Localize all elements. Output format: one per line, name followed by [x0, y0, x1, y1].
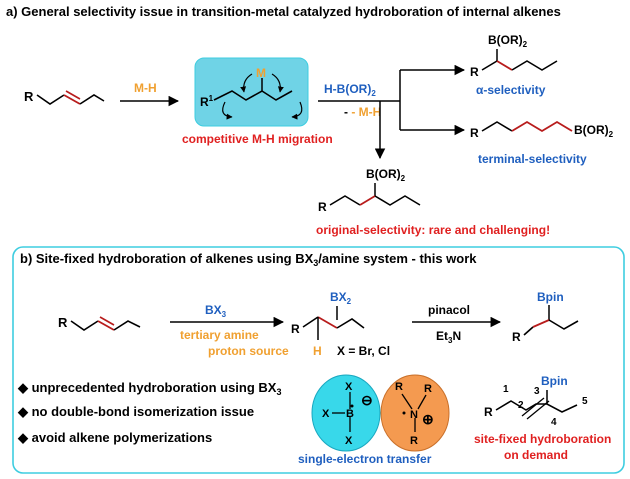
terminal-caption: terminal-selectivity — [478, 152, 587, 166]
amine-r-top-right: R — [424, 383, 432, 395]
reagent-proton: proton source — [208, 344, 289, 358]
alpha-product: B(OR)2 R — [470, 33, 558, 79]
terminal-product: R B(OR)2 — [470, 120, 614, 140]
set-caption: single-electron transfer — [298, 452, 432, 466]
amine-r-top-left: R — [395, 381, 403, 393]
reagent-pinacol: pinacol — [428, 303, 470, 317]
sitefixed-caption-1: site-fixed hydroboration — [474, 432, 611, 446]
inter-r: R — [291, 322, 300, 336]
borate-x-top: X — [345, 381, 353, 393]
alpha-boron: B(OR)2 — [488, 33, 528, 49]
intermediate-r: R1 — [200, 94, 214, 109]
terminal-boron: B(OR)2 — [574, 123, 614, 139]
part-a-heading: a) General selectivity issue in transiti… — [6, 4, 561, 19]
inter-boron: BX2 — [330, 290, 352, 306]
position-label: 2 — [518, 400, 524, 411]
byproduct-mh: - - M-H — [344, 105, 381, 119]
reagent-bx3: BX3 — [205, 303, 227, 319]
migration-caption: competitive M-H migration — [182, 132, 333, 146]
position-label: 3 — [534, 386, 540, 397]
sitefixed-r: R — [484, 405, 493, 419]
reagent-amine: tertiary amine — [180, 328, 259, 342]
reagent-hbor2: H-B(OR)2 — [324, 82, 376, 98]
inter-h: H — [313, 344, 322, 358]
position-label: 4 — [551, 417, 557, 428]
intermediate-structure: R1 M — [200, 66, 303, 120]
amine-r-bottom: R — [410, 435, 418, 447]
original-product: B(OR)2 R — [318, 167, 421, 214]
amine-n: N — [410, 409, 418, 421]
reagent-et3n: Et3N — [436, 329, 461, 345]
amine-charge: ⊕ — [422, 411, 434, 427]
alpha-caption: α-selectivity — [476, 83, 546, 97]
sitefixed-boron: Bpin — [541, 374, 568, 388]
substrate-a: R — [24, 89, 105, 105]
site-fixed-structure: Bpin R 1 2 3 4 5 — [484, 374, 588, 428]
terminal-r: R — [470, 126, 479, 140]
bullet-item: ◆ no double-bond isomerization issue — [17, 404, 254, 419]
original-r: R — [318, 200, 327, 214]
product-b: Bpin R — [512, 290, 579, 344]
substrate-b: R — [58, 315, 141, 331]
borate-species: X X B X ⊖ — [311, 374, 381, 452]
x-note: X = Br, Cl — [337, 344, 390, 358]
product-boron: Bpin — [537, 290, 564, 304]
sitefixed-caption-2: on demand — [504, 448, 568, 462]
intermediate-b: BX2 R H — [291, 290, 365, 358]
alpha-r: R — [470, 65, 479, 79]
original-caption: original-selectivity: rare and challengi… — [316, 223, 550, 237]
substrate-b-r: R — [58, 315, 68, 330]
reagent-mh: M-H — [134, 81, 157, 95]
borate-charge: ⊖ — [361, 392, 373, 408]
bullet-item: ◆ avoid alkene polymerizations — [17, 430, 212, 445]
substrate-a-r: R — [24, 89, 34, 104]
position-label: 5 — [582, 396, 588, 407]
part-b-heading: b) Site-fixed hydroboration of alkenes u… — [20, 251, 477, 268]
intermediate-m: M — [256, 66, 266, 80]
borate-x-bottom: X — [345, 435, 353, 447]
bullet-list: ◆ unprecedented hydroboration using BX3 … — [17, 380, 281, 445]
borate-b: B — [346, 408, 354, 420]
product-r: R — [512, 330, 521, 344]
position-label: 1 — [503, 384, 509, 395]
amine-radical-cation: R R N ⊕ R — [380, 374, 450, 452]
original-boron: B(OR)2 — [366, 167, 406, 183]
borate-x-left: X — [322, 408, 330, 420]
part-b-frame — [12, 246, 625, 474]
bullet-item: ◆ unprecedented hydroboration using BX3 — [17, 380, 281, 397]
